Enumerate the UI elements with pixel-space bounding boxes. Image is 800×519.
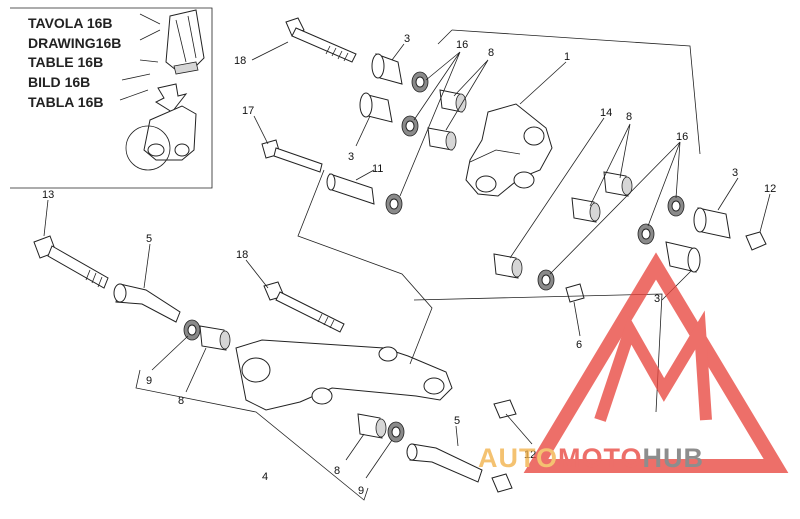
callout-4: 4 bbox=[262, 471, 268, 483]
ref-num-5: 16B bbox=[78, 94, 104, 110]
callout-8-right: 8 bbox=[626, 111, 632, 123]
bushing-3-top bbox=[371, 53, 403, 85]
thumbnail-fork bbox=[165, 9, 205, 75]
leader-lines bbox=[43, 29, 771, 501]
callout-5-lower: 5 bbox=[454, 415, 460, 427]
ref-label-2: DRAWING bbox=[28, 35, 96, 51]
ref-label-4: BILD bbox=[28, 74, 61, 90]
bolt-13 bbox=[33, 235, 109, 289]
thumbnail-arrow-icon bbox=[154, 83, 188, 113]
bushing-3-right bbox=[693, 207, 731, 239]
watermark-text: AUTOMOTOHUB bbox=[478, 443, 704, 473]
callout-16-right: 16 bbox=[676, 131, 688, 143]
callout-9-left: 9 bbox=[146, 375, 152, 387]
callout-8-top: 8 bbox=[488, 47, 494, 59]
tie-rod-4 bbox=[235, 339, 453, 411]
thumbnail-link bbox=[125, 105, 197, 171]
nut-12-lower bbox=[493, 399, 517, 419]
callout-18-lower: 18 bbox=[236, 249, 248, 261]
callout-8-left: 8 bbox=[178, 395, 184, 407]
callout-17: 17 bbox=[242, 105, 254, 117]
callout-13: 13 bbox=[42, 189, 54, 201]
bushing-3-lower bbox=[665, 241, 701, 273]
ref-num-3: 16B bbox=[78, 54, 104, 70]
ref-label-1: TAVOLA bbox=[28, 15, 83, 31]
callout-3-top: 3 bbox=[404, 33, 410, 45]
callout-16-top: 16 bbox=[456, 39, 468, 51]
reference-box-lines: TAVOLA 16B DRAWING16B TABLE 16B BILD 16B… bbox=[28, 15, 121, 110]
callout-9-lower: 9 bbox=[358, 485, 364, 497]
ref-label-5: TABLA bbox=[28, 94, 74, 110]
bolt-18-lower bbox=[263, 281, 345, 333]
callout-3-lower: 3 bbox=[654, 293, 660, 305]
svg-text:BILD 16B: BILD 16B bbox=[28, 74, 90, 90]
bearing-9-left bbox=[183, 319, 201, 341]
callout-8-lower: 8 bbox=[334, 465, 340, 477]
ref-label-3: TABLE bbox=[28, 54, 74, 70]
callout-3-middle: 3 bbox=[348, 151, 354, 163]
callout-11: 11 bbox=[372, 163, 383, 175]
svg-text:TABLA 16B: TABLA 16B bbox=[28, 94, 103, 110]
watermark-auto: AUTO bbox=[478, 443, 558, 473]
callout-3-right: 3 bbox=[732, 167, 738, 179]
rocker-link-1 bbox=[465, 103, 553, 197]
bushing-3-middle bbox=[359, 92, 393, 123]
bolt-17 bbox=[261, 139, 323, 173]
watermark-moto: MOTO bbox=[558, 443, 643, 473]
callout-1: 1 bbox=[564, 51, 570, 63]
ref-num-4: 16B bbox=[65, 74, 91, 90]
callout-6: 6 bbox=[576, 339, 582, 351]
spacer-5-left bbox=[113, 283, 181, 323]
svg-text:TABLE 16B: TABLE 16B bbox=[28, 54, 103, 70]
svg-text:DRAWING16B: DRAWING16B bbox=[28, 35, 121, 51]
watermark-triangle-icon bbox=[523, 252, 789, 473]
ref-num-1: 16B bbox=[87, 15, 113, 31]
callout-18-top: 18 bbox=[234, 55, 246, 67]
svg-text:TAVOLA 16B: TAVOLA 16B bbox=[28, 15, 113, 31]
callout-labels: 18 3 16 8 1 17 3 11 14 8 16 3 12 13 5 18… bbox=[42, 33, 776, 497]
bearings-16-group bbox=[385, 71, 685, 291]
bolt-18-top bbox=[285, 17, 357, 63]
callout-5-left: 5 bbox=[146, 233, 152, 245]
needle-bearings-8-group bbox=[199, 89, 633, 439]
nut-12-right bbox=[745, 231, 767, 251]
watermark-hub: HUB bbox=[643, 443, 705, 473]
nut-6 bbox=[565, 283, 585, 303]
spacer-5-lower bbox=[406, 443, 513, 493]
callout-12-right: 12 bbox=[764, 183, 776, 195]
watermark-logo: AUTOMOTOHUB bbox=[478, 252, 789, 473]
callout-14: 14 bbox=[600, 107, 612, 119]
spacer-11 bbox=[326, 173, 375, 205]
bearing-9-lower bbox=[387, 421, 405, 443]
reference-box: TAVOLA 16B DRAWING16B TABLE 16B BILD 16B… bbox=[10, 7, 213, 189]
ref-num-2: 16B bbox=[96, 35, 122, 51]
